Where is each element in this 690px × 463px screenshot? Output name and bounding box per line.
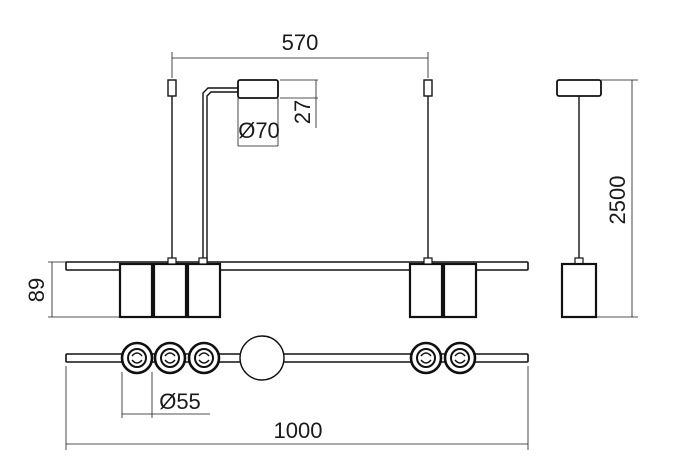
dimension-diam-55: Ø55 [121, 372, 210, 418]
dimension-1000: 1000 [65, 366, 529, 450]
dimension-27: 27 [280, 79, 318, 128]
dimension-89: 89 [24, 261, 120, 318]
side-light-body [560, 262, 598, 319]
suspension-left [167, 79, 177, 262]
spot-head-1 [120, 341, 154, 375]
front-view: 570 27 Ø70 [24, 30, 529, 319]
spot-head-2 [153, 341, 187, 375]
spot-heads [120, 341, 477, 375]
spot-head-4 [409, 341, 443, 375]
light-group-left [118, 257, 222, 319]
dimension-diam-70: Ø70 [237, 98, 280, 147]
side-canopy [556, 79, 602, 97]
spot-head-3 [187, 341, 221, 375]
dimension-diam-55-label: Ø55 [159, 389, 201, 414]
dimension-570: 570 [171, 30, 429, 78]
side-view: 2500 [556, 79, 638, 319]
canopy [202, 79, 279, 262]
canopy-circle [239, 335, 285, 381]
suspension-right [423, 79, 433, 262]
dimension-2500: 2500 [596, 79, 638, 318]
top-view: Ø55 1000 [65, 335, 529, 450]
dimension-27-label: 27 [290, 100, 315, 124]
dimension-2500-label: 2500 [605, 176, 630, 225]
spot-head-5 [443, 341, 477, 375]
dimension-diam-70-label: Ø70 [238, 118, 280, 143]
dimension-89-label: 89 [24, 278, 49, 302]
dimension-1000-label: 1000 [274, 418, 323, 443]
dimension-570-label: 570 [282, 30, 319, 55]
light-group-right [408, 257, 478, 319]
